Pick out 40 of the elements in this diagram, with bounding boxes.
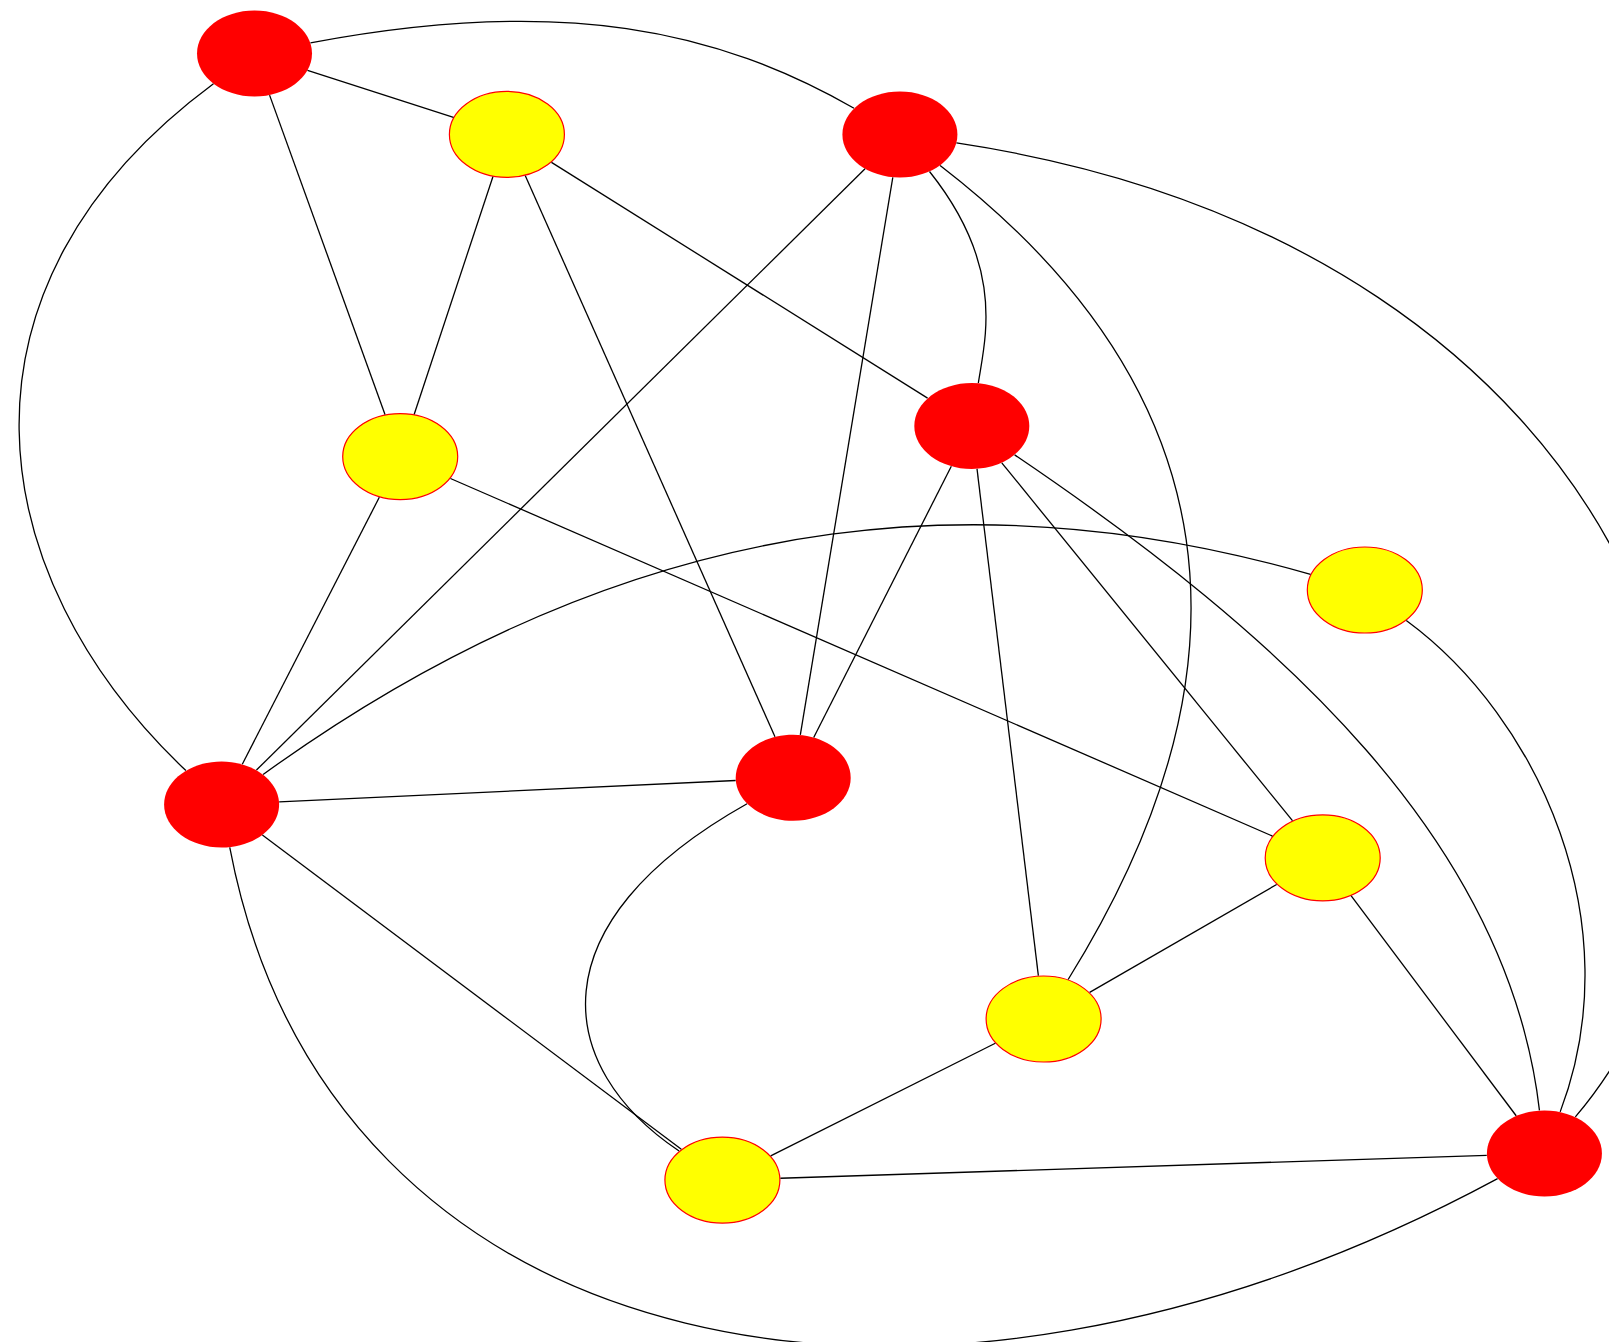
connector-line xyxy=(524,175,776,738)
node-ellipse xyxy=(164,761,280,848)
connector-line xyxy=(278,779,737,803)
node-ellipse xyxy=(914,382,1030,469)
connector-line xyxy=(770,1042,996,1157)
connector-line xyxy=(550,161,929,399)
node-ellipse xyxy=(342,413,459,501)
node-ellipse xyxy=(448,90,565,178)
connector-line xyxy=(955,142,1609,1118)
connector-line xyxy=(1014,454,1541,1112)
connector-line xyxy=(976,468,1039,977)
connector-line xyxy=(413,176,494,415)
connector-line xyxy=(18,83,215,772)
connector-line xyxy=(1001,462,1294,822)
connector-line xyxy=(779,1154,1488,1179)
connector-line xyxy=(585,803,748,1152)
node-ellipse xyxy=(1486,1110,1602,1197)
connector-line xyxy=(1350,895,1517,1117)
node-ellipse xyxy=(1306,546,1423,634)
node-ellipse xyxy=(842,91,958,178)
node-ellipse xyxy=(1264,814,1381,902)
connector-line xyxy=(1089,883,1278,994)
connector-line xyxy=(261,834,682,1150)
connector-line xyxy=(1405,619,1586,1113)
connector-line xyxy=(813,465,952,739)
connector-line xyxy=(799,176,894,736)
connector-line xyxy=(928,170,987,384)
connector-line xyxy=(939,164,1192,981)
node-ellipse xyxy=(664,1136,781,1224)
connector-line xyxy=(241,496,380,765)
connector-line xyxy=(268,94,386,416)
connector-line xyxy=(255,168,866,771)
node-ellipse xyxy=(735,734,851,821)
connector-line xyxy=(449,477,1274,837)
connector-line xyxy=(262,524,1312,776)
node-ellipse xyxy=(197,10,312,97)
node-ellipse xyxy=(985,975,1102,1063)
connector-line xyxy=(229,846,1499,1342)
connector-line xyxy=(309,20,855,109)
connector-line xyxy=(306,69,455,118)
